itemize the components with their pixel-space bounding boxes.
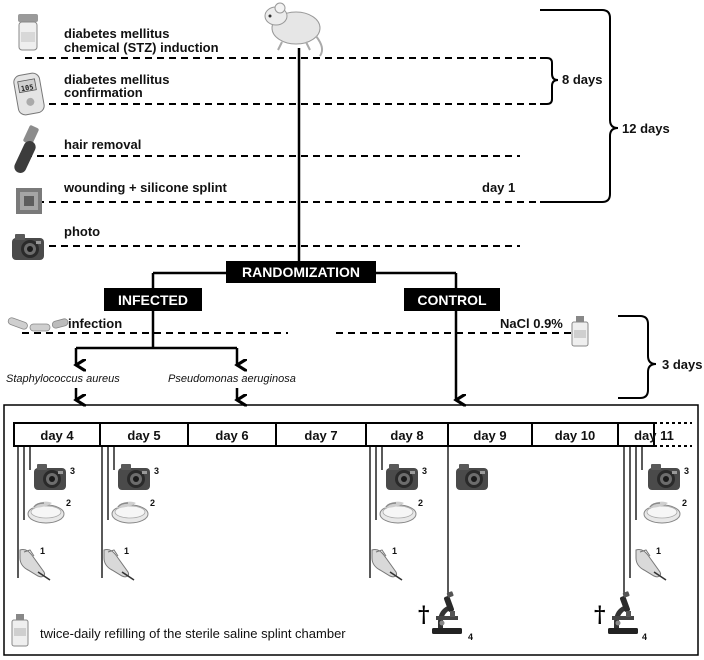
day-cell-1: day 4 <box>40 428 74 443</box>
footer-note: twice-daily refilling of the sterile sal… <box>40 626 346 641</box>
petri-dish-icon <box>111 500 149 524</box>
dagger-cross-icon: † <box>418 602 430 628</box>
camera-icon <box>34 464 66 490</box>
scalpel-hand-icon <box>371 548 403 581</box>
wounding-day-label: day 1 <box>482 180 515 195</box>
day-cell-8: day 11 <box>634 428 674 443</box>
procedure-number-debridement: 1 <box>656 546 661 556</box>
petri-dish-icon <box>27 500 65 524</box>
camera-icon <box>386 464 418 490</box>
camera-icon <box>12 234 44 260</box>
glucometer-icon: 105 <box>13 72 45 116</box>
procedure-number-dressing: 2 <box>66 498 71 508</box>
bacteria-pills-icon <box>7 317 69 332</box>
day-cell-2: day 5 <box>127 428 160 443</box>
day4-procedures: 3 2 1 <box>17 446 75 581</box>
procedure-number-histology: 4 <box>468 632 473 642</box>
day-cell-3: day 6 <box>215 428 248 443</box>
procedure-number-debridement: 1 <box>124 546 129 556</box>
randomization-box <box>226 261 376 283</box>
day8-procedures: 3 2 1 <box>369 446 427 581</box>
petri-dish-icon <box>643 500 681 524</box>
camera-icon <box>456 464 488 490</box>
day11-procedures: 3 2 1 † 4 <box>594 445 689 642</box>
confirmation-label-line2: confirmation <box>64 85 143 100</box>
brace-3-days <box>618 315 657 399</box>
wounding-label: wounding + silicone splint <box>63 180 228 195</box>
procedure-number-debridement: 1 <box>392 546 397 556</box>
brace-3-days-label: 3 days <box>662 357 702 372</box>
stz-vial-icon <box>18 14 38 51</box>
procedure-number-dressing: 2 <box>682 498 687 508</box>
razor-icon <box>14 125 39 173</box>
control-box <box>404 288 500 311</box>
day-cell-4: day 7 <box>304 428 337 443</box>
camera-icon <box>648 464 680 490</box>
microscope-icon <box>608 591 638 634</box>
rat-icon <box>264 2 324 57</box>
day-bar <box>13 422 692 447</box>
scalpel-hand-icon <box>635 548 667 581</box>
procedure-number-debridement: 1 <box>40 546 45 556</box>
saline-bottle-icon <box>571 316 589 347</box>
induction-label-line1: diabetes mellitus <box>64 26 169 41</box>
nacl-label: NaCl 0.9% <box>500 316 563 331</box>
organism-1-label: Staphylococcus aureus <box>6 373 120 385</box>
organism-2-label: Pseudomonas aeruginosa <box>168 373 296 385</box>
randomization-label: RANDOMIZATION <box>242 264 360 280</box>
microscope-icon <box>432 591 462 634</box>
procedure-number-photo: 3 <box>684 466 689 476</box>
day-cell-7: day 10 <box>555 428 595 443</box>
infection-label: infection <box>68 316 122 331</box>
control-label: CONTROL <box>417 292 487 308</box>
saline-bottle-icon <box>11 614 29 647</box>
brace-8-days-label: 8 days <box>562 72 602 87</box>
infected-box <box>104 288 202 311</box>
glucometer-reading: 105 <box>20 83 34 93</box>
treatment-period-frame <box>3 404 699 656</box>
dagger-cross-icon: † <box>594 602 606 628</box>
day5-procedures: 3 2 1 <box>101 446 159 581</box>
day-cell-6: day 9 <box>473 428 506 443</box>
procedure-number-photo: 3 <box>154 466 159 476</box>
photo-label: photo <box>64 224 100 239</box>
procedure-number-photo: 3 <box>422 466 427 476</box>
brace-12-days <box>540 9 619 203</box>
day-cell-5: day 8 <box>390 428 423 443</box>
procedure-number-photo: 3 <box>70 466 75 476</box>
brace-8-days <box>540 57 559 105</box>
infected-label: INFECTED <box>118 292 188 308</box>
day9-procedures <box>447 446 488 600</box>
brace-12-days-label: 12 days <box>622 121 670 136</box>
procedure-number-dressing: 2 <box>418 498 423 508</box>
day8-histology: † 4 <box>418 591 473 642</box>
scalpel-hand-icon <box>19 548 51 581</box>
procedure-number-histology: 4 <box>642 632 647 642</box>
camera-icon <box>118 464 150 490</box>
petri-dish-icon <box>379 500 417 524</box>
scalpel-hand-icon <box>103 548 135 581</box>
splint-icon <box>16 188 42 214</box>
hair-removal-label: hair removal <box>64 137 141 152</box>
procedure-number-dressing: 2 <box>150 498 155 508</box>
confirmation-label-line1: diabetes mellitus <box>64 72 169 87</box>
induction-label-line2: chemical (STZ) induction <box>64 40 219 55</box>
